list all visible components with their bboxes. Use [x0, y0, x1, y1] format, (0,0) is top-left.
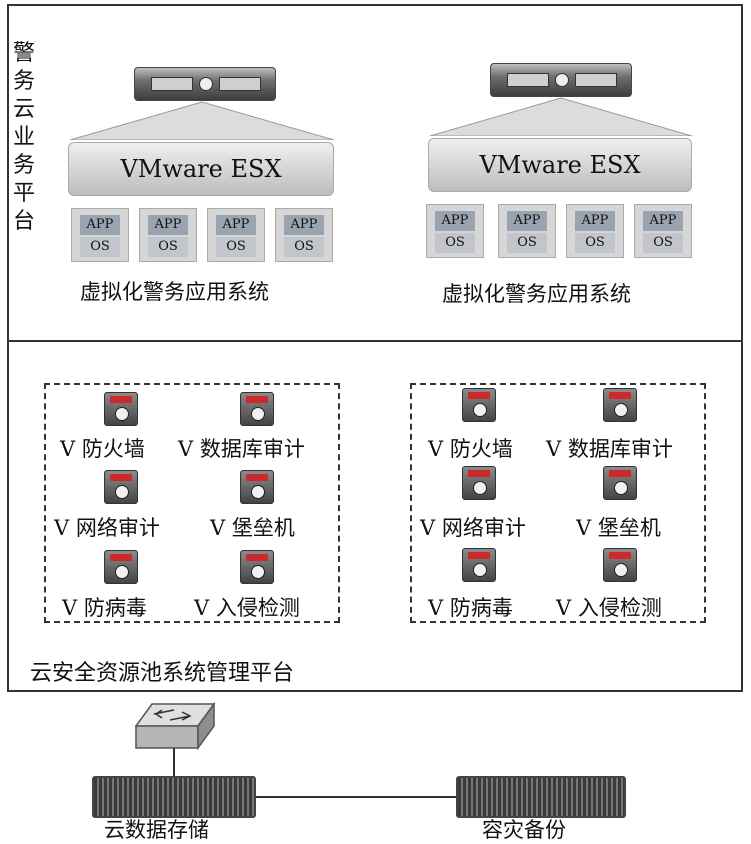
security-item-label: V 数据库审计 [546, 437, 673, 461]
vm-app-label: APP [148, 215, 188, 235]
security-item-label: V 网络审计 [420, 516, 526, 540]
disaster-backup-label: 容灾备份 [482, 818, 566, 842]
db-audit-icon [240, 392, 274, 426]
vm-1-1: APP OS [71, 208, 129, 262]
vm-os-label: OS [216, 237, 256, 257]
bastion-host-icon [603, 466, 637, 500]
vm-os-label: OS [435, 233, 475, 253]
vm-os-label: OS [643, 233, 683, 253]
firewall-icon [462, 388, 496, 422]
esx-hypervisor-2: VMware ESX [428, 138, 692, 192]
vm-app-label: APP [80, 215, 120, 235]
vm-app-label: APP [575, 211, 615, 231]
host-server-2 [490, 63, 632, 97]
vm-1-3: APP OS [207, 208, 265, 262]
intrusion-detection-icon [240, 550, 274, 584]
vm-os-label: OS [575, 233, 615, 253]
security-group-1 [44, 383, 340, 623]
security-group-2 [410, 383, 706, 623]
bastion-host-icon [240, 470, 274, 504]
host-roof-2 [429, 97, 693, 136]
vm-1-4: APP OS [275, 208, 333, 262]
network-audit-icon [462, 466, 496, 500]
security-item-label: V 防火墙 [60, 437, 145, 461]
vm-app-label: APP [284, 215, 324, 235]
vm-app-label: APP [507, 211, 547, 231]
security-item-label: V 堡垒机 [210, 516, 295, 540]
db-audit-icon [603, 388, 637, 422]
virtual-system-label-2: 虚拟化警务应用系统 [442, 282, 631, 306]
security-platform-label: 云安全资源池系统管理平台 [30, 661, 295, 686]
cloud-storage-label: 云数据存储 [104, 818, 209, 842]
backup-link [256, 796, 456, 798]
security-item-label: V 防火墙 [428, 437, 513, 461]
virtual-system-label-1: 虚拟化警务应用系统 [80, 280, 269, 304]
vm-app-label: APP [216, 215, 256, 235]
vm-1-2: APP OS [139, 208, 197, 262]
security-item-label: V 入侵检测 [194, 596, 300, 620]
security-pool-frame [7, 340, 743, 692]
switch-link [173, 748, 175, 776]
network-audit-icon [104, 470, 138, 504]
security-item-label: V 防病毒 [428, 596, 513, 620]
firewall-icon [104, 392, 138, 426]
intrusion-detection-icon [603, 548, 637, 582]
vm-app-label: APP [435, 211, 475, 231]
vm-2-4: APP OS [634, 204, 692, 258]
esx-hypervisor-1: VMware ESX [68, 142, 334, 196]
network-switch-icon [134, 701, 216, 751]
security-item-label: V 数据库审计 [178, 437, 305, 461]
antivirus-icon [462, 548, 496, 582]
host-roof-1 [69, 101, 335, 140]
security-item-label: V 堡垒机 [576, 516, 661, 540]
vm-2-3: APP OS [566, 204, 624, 258]
vm-2-2: APP OS [498, 204, 556, 258]
security-item-label: V 防病毒 [62, 596, 147, 620]
vm-2-1: APP OS [426, 204, 484, 258]
antivirus-icon [104, 550, 138, 584]
disaster-backup-device [456, 776, 626, 818]
security-item-label: V 入侵检测 [556, 596, 662, 620]
vm-app-label: APP [643, 211, 683, 231]
security-item-label: V 网络审计 [54, 516, 160, 540]
platform-vertical-title: 警务云业务平台 [12, 41, 35, 234]
cloud-storage-device [92, 776, 256, 818]
vm-os-label: OS [507, 233, 547, 253]
vm-os-label: OS [80, 237, 120, 257]
vm-os-label: OS [148, 237, 188, 257]
vm-os-label: OS [284, 237, 324, 257]
host-server-1 [134, 67, 276, 101]
